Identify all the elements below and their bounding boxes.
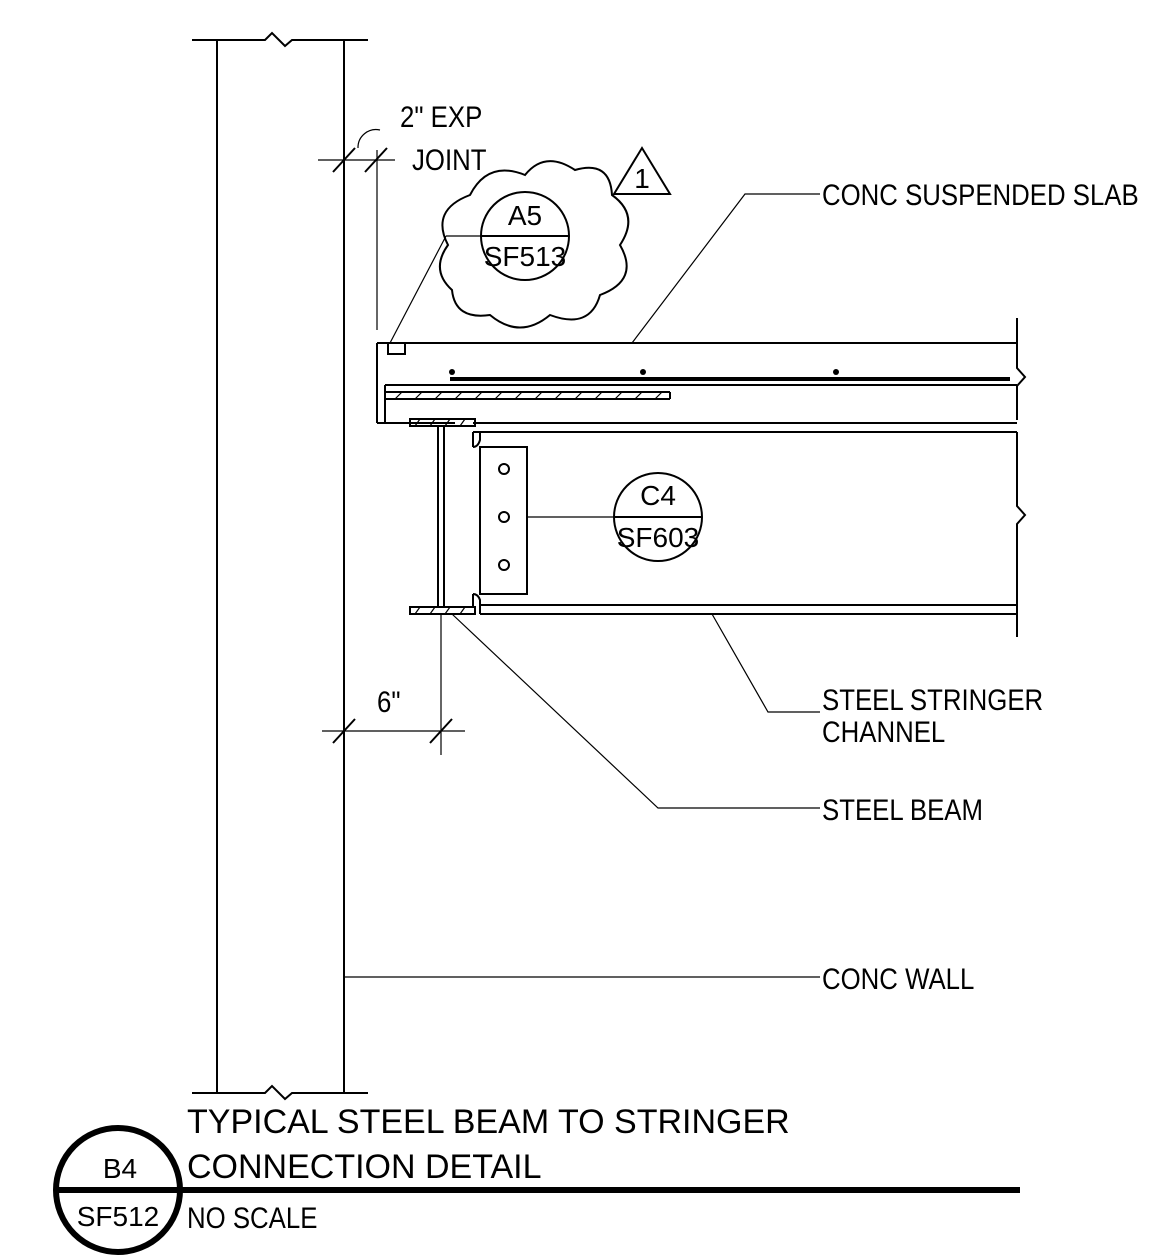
steel-stringer-channel <box>472 432 1027 637</box>
revision-number: 1 <box>634 163 650 194</box>
reference-bubble-c4: C4 SF603 <box>527 472 703 562</box>
title-line2: CONNECTION DETAIL <box>187 1148 542 1186</box>
rebar-dot <box>449 369 455 375</box>
reference-bubble-a5-bottom: SF513 <box>484 241 567 272</box>
bolt-hole <box>498 559 510 571</box>
revision-triangle: 1 <box>612 146 672 195</box>
beam-offset-label: 6" <box>377 685 400 718</box>
rebar-dot <box>640 369 646 375</box>
exp-joint-label-2: JOINT <box>412 143 487 176</box>
stringer-callout-line1: STEEL STRINGER <box>822 683 1043 716</box>
scale-note: NO SCALE <box>187 1201 317 1234</box>
reference-bubble-a5-top: A5 <box>508 200 542 231</box>
wall-callout: CONC WALL <box>822 962 974 995</box>
bolt-hole <box>498 511 510 523</box>
detail-bubble-top: B4 <box>103 1153 137 1184</box>
reference-bubble-a5: A5 SF513 <box>480 191 570 281</box>
concrete-wall <box>192 31 368 1101</box>
title-line1: TYPICAL STEEL BEAM TO STRINGER <box>187 1103 790 1141</box>
leader-lines <box>344 193 820 978</box>
reference-bubble-c4-top: C4 <box>640 480 676 511</box>
exp-joint-dimension: 2" EXP JOINT <box>318 100 487 330</box>
reference-bubble-c4-bottom: SF603 <box>617 522 700 553</box>
detail-bubble-bottom: SF512 <box>77 1201 160 1232</box>
exp-joint-label-1: 2" EXP <box>400 100 482 133</box>
bolt-hole <box>498 463 510 475</box>
beam-offset-dimension: 6" <box>322 614 465 755</box>
beam-callout: STEEL BEAM <box>822 793 983 826</box>
slab-callout: CONC SUSPENDED SLAB <box>822 178 1139 211</box>
steel-beam <box>409 418 476 615</box>
concrete-slab <box>376 318 1027 433</box>
title-block: B4 SF512 TYPICAL STEEL BEAM TO STRINGER … <box>53 1103 1020 1255</box>
rebar-dot <box>833 369 839 375</box>
stringer-callout-line2: CHANNEL <box>822 715 945 748</box>
